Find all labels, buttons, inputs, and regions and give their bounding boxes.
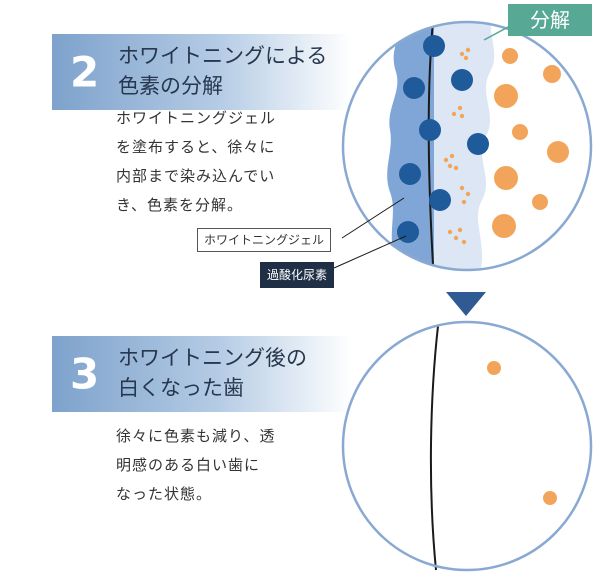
step3-circle-bg xyxy=(343,322,591,570)
step2-title: ホワイトニングによる 色素の分解 xyxy=(118,41,358,101)
step2-body-line: を塗布すると、徐々に xyxy=(116,138,276,156)
decompose-tag: 分解 xyxy=(508,4,592,36)
peroxide-particle xyxy=(419,119,441,141)
enamel-layer xyxy=(434,22,495,270)
step2-body-line: ホワイトニングジェル xyxy=(116,109,277,127)
step2-banner: 2 ホワイトニングによる 色素の分解 xyxy=(52,34,352,110)
step3-title: ホワイトニング後の 白くなった歯 xyxy=(118,343,358,403)
pigment-particle xyxy=(543,65,561,83)
peroxide-particle xyxy=(429,189,451,211)
step3-body-line: なった状態。 xyxy=(116,485,213,503)
peroxide-particle xyxy=(467,133,489,155)
gel-label: ホワイトニングジェル xyxy=(197,228,332,252)
step3-body-line: 明感のある白い歯に xyxy=(116,456,261,474)
tooth-boundary-line xyxy=(429,325,439,571)
step3-title-line1: ホワイトニング後の xyxy=(118,346,307,370)
step3-body-line: 徐々に色素も減り、透 xyxy=(116,427,276,445)
peroxide-label: 過酸化尿素 xyxy=(260,262,335,288)
step3-circle-border xyxy=(341,320,593,572)
step3-banner: 3 ホワイトニング後の 白くなった歯 xyxy=(52,336,352,412)
gel-wave xyxy=(387,22,434,270)
peroxide-particle xyxy=(423,35,445,57)
pigment-particle xyxy=(494,84,518,108)
pigment-particle xyxy=(512,124,528,140)
decompose-leader-line xyxy=(483,25,511,41)
step3-body: 徐々に色素も減り、透 明感のある白い歯に なった状態。 xyxy=(116,422,275,509)
pigment-particle xyxy=(502,48,518,64)
step3-number: 3 xyxy=(70,349,100,399)
step2-title-line2: 色素の分解 xyxy=(118,74,223,98)
step2-title-line1: ホワイトニングによる xyxy=(118,44,328,68)
arrow-down-icon xyxy=(446,292,486,316)
step2-circle-border xyxy=(341,20,593,272)
decomposed-pigment-dots xyxy=(443,47,471,245)
step3-title-line2: 白くなった歯 xyxy=(118,376,244,400)
pigment-particle xyxy=(532,194,548,210)
step2-body-line: 内部まで染み込んでい xyxy=(116,167,276,185)
pigment-particle xyxy=(487,361,501,375)
step2-diagram xyxy=(341,20,593,272)
pigment-particle xyxy=(492,214,516,238)
peroxide-particle xyxy=(451,69,473,91)
step3-diagram xyxy=(341,320,593,572)
pigment-particle xyxy=(494,166,518,190)
pigment-particle xyxy=(543,491,557,505)
step2-number: 2 xyxy=(70,47,100,97)
step2-body-line: き、色素を分解。 xyxy=(116,196,243,214)
peroxide-particle xyxy=(399,163,421,185)
step2-body: ホワイトニングジェル を塗布すると、徐々に 内部まで染み込んでい き、色素を分解… xyxy=(116,104,276,220)
pigment-particle xyxy=(547,141,569,163)
peroxide-particle xyxy=(403,77,425,99)
